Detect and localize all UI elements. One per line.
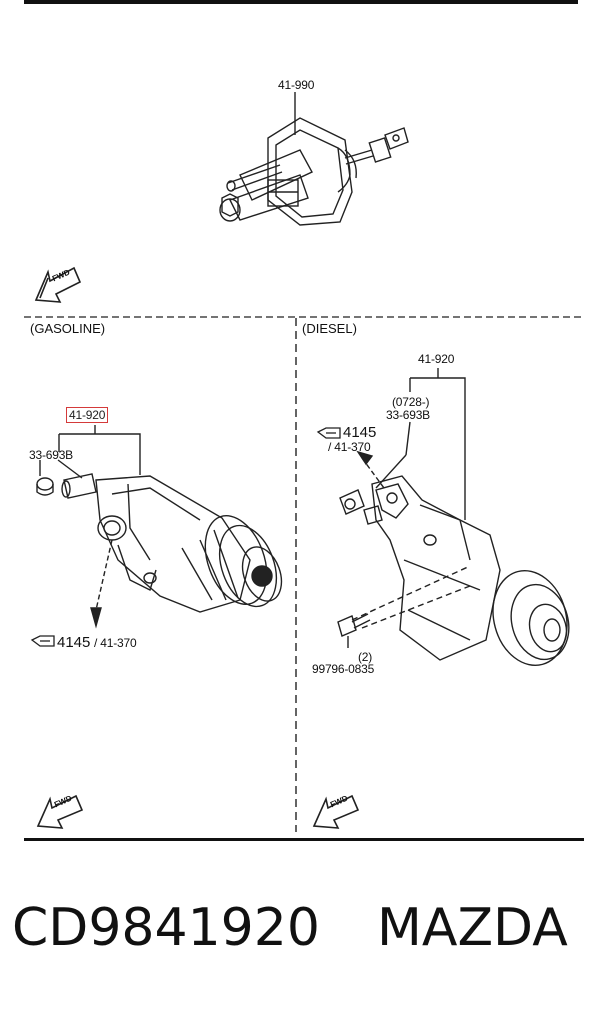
gasoline-part-label[interactable]: 41-920 — [66, 407, 109, 423]
gasoline-cylinder-drawing — [36, 425, 283, 629]
master-cylinder-drawing — [219, 92, 409, 226]
diesel-ref-sub: / 41-370 — [328, 440, 371, 454]
diesel-cylinder-drawing — [337, 368, 570, 666]
diesel-section-title: (DIESEL) — [302, 321, 357, 336]
fwd-arrow-drawing — [312, 794, 360, 829]
section-bottom-rule — [24, 838, 584, 841]
footer-part-number: CD9841920 — [12, 898, 320, 958]
pointing-hand-icon — [316, 427, 341, 439]
fwd-arrow-drawing — [36, 794, 84, 829]
diesel-serial-note: (0728-) — [392, 395, 430, 409]
diesel-part-label: 41-920 — [418, 352, 455, 366]
diesel-ref-code: 4145 — [343, 424, 377, 441]
diesel-bolt-qty: (2) — [358, 650, 373, 664]
fwd-arrow-drawing — [34, 266, 82, 303]
diesel-bolt-label: 99796-0835 — [312, 662, 375, 676]
top-rule — [24, 0, 578, 4]
diesel-bleeder-label: 33-693B — [386, 408, 430, 422]
top-assembly-part-label: 41-990 — [278, 78, 315, 92]
gasoline-ref-sub: / 41-370 — [94, 636, 137, 650]
gasoline-section-title: (GASOLINE) — [30, 321, 106, 336]
gasoline-ref-code: 4145 — [57, 634, 91, 651]
footer-brand: MAZDA — [377, 898, 568, 958]
gasoline-bleeder-label: 33-693B — [29, 448, 73, 462]
pointing-hand-icon — [30, 635, 55, 647]
